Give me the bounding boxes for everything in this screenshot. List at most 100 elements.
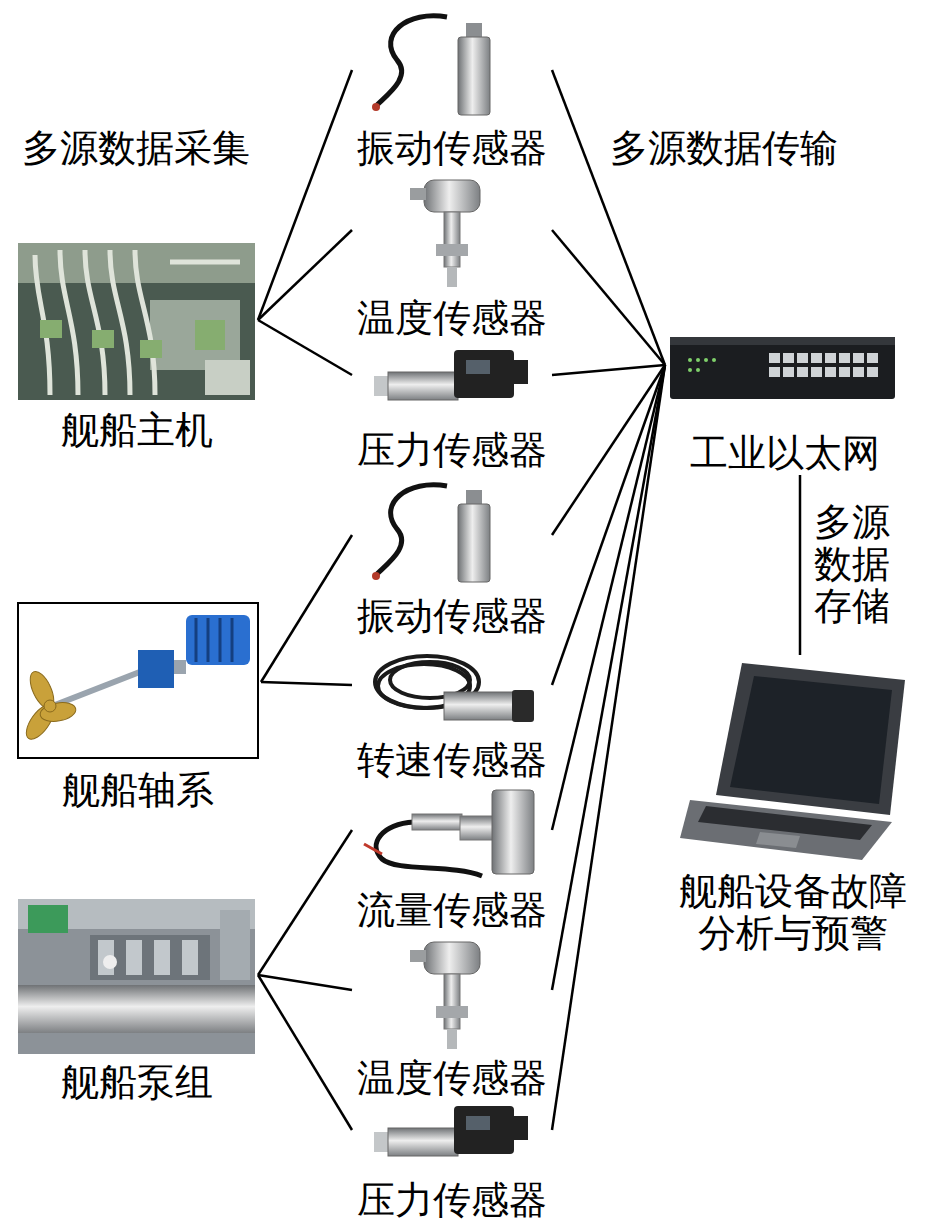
pump-picture-part: [182, 940, 198, 975]
connector-line: [258, 830, 352, 975]
vibration-sensor-picture-part: [377, 16, 447, 105]
switch-picture: [670, 337, 895, 399]
sensor-node: 压力传感器: [352, 342, 552, 472]
pump-picture-part: [18, 899, 255, 1054]
shafting-picture-part: [186, 615, 250, 665]
pressure-sensor-picture-part: [466, 1116, 490, 1130]
connector-line: [258, 70, 352, 320]
engine-picture-part: [18, 243, 255, 400]
vibration-sensor-picture-part: [458, 504, 490, 582]
pump-picture-part: [126, 940, 142, 975]
engine-picture-part: [60, 250, 78, 395]
engine-picture-part: [195, 320, 225, 350]
temperature-sensor-picture-part: [444, 974, 460, 1029]
node-caption: 振动传感器: [357, 596, 547, 638]
node-caption: 转速传感器: [357, 740, 547, 782]
shafting-picture: [18, 603, 258, 758]
switch-picture-part: [670, 337, 895, 345]
flow-sensor-picture-part: [492, 790, 534, 874]
shafting-picture-part: [207, 618, 210, 662]
vibration-sensor-picture-part: [377, 485, 447, 574]
connector-line: [258, 230, 352, 320]
switch-picture-part: [688, 368, 692, 372]
switch-picture-part: [768, 352, 880, 380]
switch-picture-part: [688, 358, 716, 372]
node-caption: 压力传感器: [357, 1180, 547, 1222]
connector-line: [552, 365, 665, 990]
equipment-node: 舰船泵组: [15, 896, 258, 1104]
speed-sensor-picture: [375, 656, 534, 722]
flow-sensor-picture-part: [460, 816, 494, 840]
stage-label: 多源数据传输: [610, 128, 838, 170]
pump-picture-part: [154, 940, 170, 975]
connector-line: [552, 365, 665, 375]
connector-line: [552, 365, 665, 830]
flow-sensor-picture-part: [412, 814, 462, 830]
connector-line: [552, 365, 665, 535]
temperature-sensor-picture-part: [436, 244, 468, 256]
pump-picture: [18, 899, 255, 1054]
node-caption: 温度传感器: [357, 1058, 547, 1100]
node-caption: 舰船主机: [61, 410, 213, 452]
network-node: 工业以太网: [665, 330, 905, 475]
shafting-picture-part: [44, 700, 56, 712]
switch-picture-part: [688, 358, 692, 362]
shafting-picture-part: [196, 618, 232, 662]
pressure-sensor-picture-part: [388, 1128, 458, 1156]
vibration-sensor-picture-part: [466, 23, 482, 37]
connector-line: [552, 365, 665, 1130]
stage-label: 多源数据采集: [22, 128, 250, 170]
node-caption: 舰船设备故障 分析与预警: [668, 871, 918, 955]
pressure-sensor-picture-part: [466, 360, 490, 374]
pressure-sensor-picture-part: [388, 372, 458, 400]
pressure-sensor-picture-part: [454, 1106, 514, 1154]
pump-picture-part: [103, 955, 117, 969]
shafting-picture-part: [55, 668, 150, 705]
connector-line: [258, 975, 352, 990]
sensor-node: 温度传感器: [352, 934, 552, 1100]
temperature-sensor-picture-part: [410, 188, 426, 200]
pressure-sensor-picture-part: [454, 350, 514, 398]
connector-line: [799, 475, 802, 655]
shafting-picture-part: [18, 603, 258, 758]
terminal-node: 舰船设备故障 分析与预警: [668, 655, 918, 955]
speed-sensor-picture-part: [512, 690, 534, 722]
vibration-sensor-picture: [372, 16, 490, 115]
laptop-picture-part: [756, 832, 800, 848]
shafting-picture-part: [174, 660, 186, 674]
pressure-sensor-picture-part: [512, 1116, 528, 1140]
speed-sensor-picture-part: [444, 692, 514, 720]
node-caption: 舰船泵组: [61, 1062, 213, 1104]
vibration-sensor-picture: [372, 485, 490, 582]
node-caption: 舰船轴系: [62, 770, 214, 812]
node-caption: 振动传感器: [357, 128, 547, 170]
connector-label: 多源数据存储: [814, 502, 890, 627]
shafting-picture-part: [25, 668, 58, 712]
pressure-sensor-picture: [374, 1106, 528, 1156]
node-caption: 工业以太网: [690, 433, 880, 475]
sensor-node: 温度传感器: [352, 172, 552, 340]
engine-picture-part: [85, 250, 105, 395]
engine-picture-part: [92, 330, 114, 348]
vibration-sensor-picture-part: [372, 572, 380, 580]
shafting-picture-part: [219, 618, 222, 662]
engine-picture-part: [140, 340, 162, 358]
switch-picture-part: [696, 368, 700, 372]
pressure-sensor-picture: [374, 350, 528, 400]
pump-picture-part: [90, 935, 210, 980]
sensor-node: 转速传感器: [352, 640, 552, 782]
shafting-picture-part: [231, 618, 234, 662]
pressure-sensor-picture-part: [512, 360, 528, 384]
vibration-sensor-picture-part: [372, 103, 380, 111]
temperature-sensor-picture-part: [424, 180, 480, 212]
temperature-sensor-picture-part: [424, 942, 480, 974]
engine-picture: [18, 243, 255, 400]
switch-picture-part: [704, 358, 708, 362]
sensor-node: 振动传感器: [352, 474, 552, 638]
connector-line: [552, 230, 665, 365]
vibration-sensor-picture-part: [466, 490, 482, 504]
shafting-picture-part: [195, 618, 198, 662]
engine-picture-part: [110, 250, 130, 395]
vibration-sensor-picture-part: [458, 37, 490, 115]
engine-picture-part: [170, 260, 240, 265]
